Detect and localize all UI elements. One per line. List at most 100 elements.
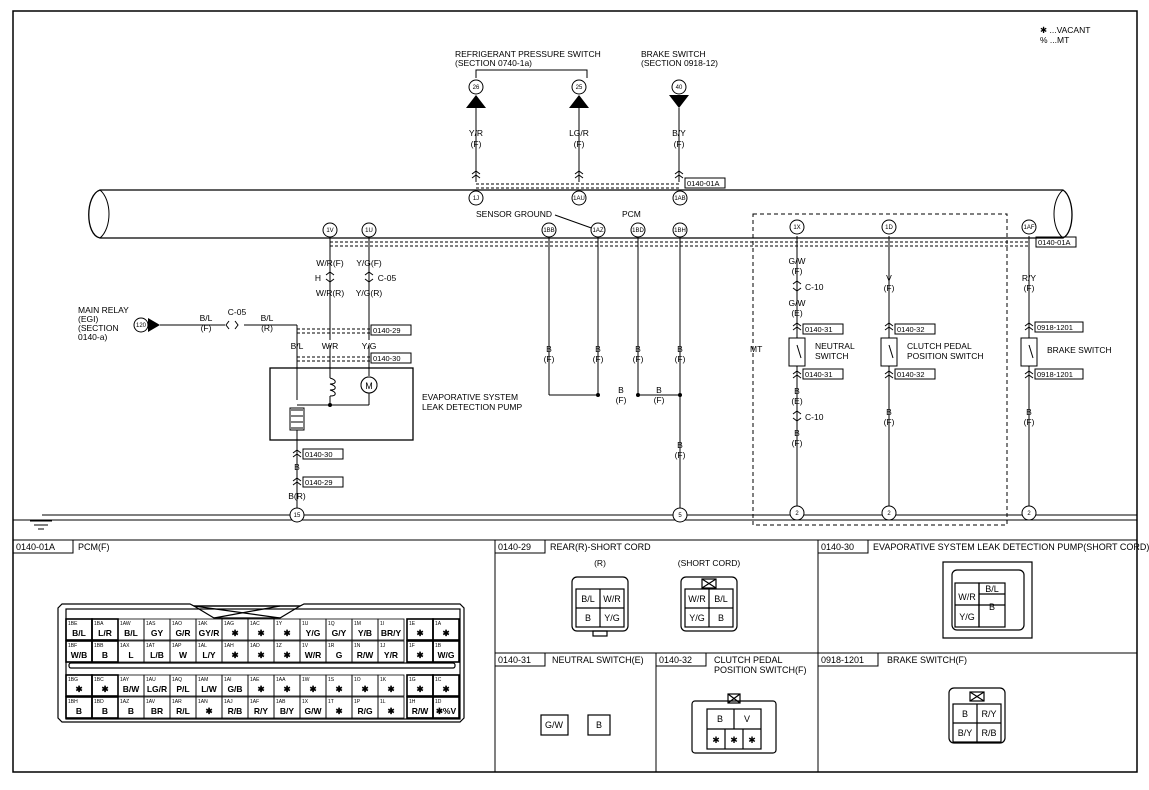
- pcm-pin-number: 1R: [328, 643, 335, 649]
- wire-color: W/R: [322, 341, 339, 351]
- wire-color: B: [635, 344, 641, 354]
- pcm-pin-wire: ✱: [231, 650, 239, 660]
- pcm-pin-wire: R/W: [357, 650, 375, 660]
- wire-conn: (F): [544, 354, 555, 364]
- wire-color: Y/G: [362, 341, 377, 351]
- pcm-pin-number: 1AV: [146, 699, 156, 705]
- panel-code: 0140-01A: [16, 542, 55, 552]
- wire-color: Y/G(R): [356, 288, 383, 298]
- pcm-pin-number: 1AH: [224, 643, 234, 649]
- pin-cell: B/L: [581, 594, 595, 604]
- pcm-pin-wire: L: [128, 650, 133, 660]
- pcm-pin-wire: G: [336, 650, 343, 660]
- pcm-pin-number: 1J: [380, 643, 386, 649]
- ground-point: 5: [678, 513, 682, 519]
- pin-cell: R/Y: [981, 709, 996, 719]
- pcm-pin-wire: G/W: [305, 706, 323, 716]
- pcm-pin-number: 1I: [380, 621, 384, 627]
- pcm-pin-number: 1AW: [120, 621, 131, 627]
- connector-code: C-05: [378, 273, 397, 283]
- wire-color: B: [618, 385, 624, 395]
- ref-code: 0140-30: [373, 354, 401, 363]
- wire-conn: (F): [616, 395, 627, 405]
- pcm-pin-wire: ✱: [442, 684, 450, 694]
- ref-code: 0140-32: [897, 325, 925, 334]
- pcm-pin-number: 1A: [435, 621, 442, 627]
- ground-point: 2: [887, 511, 891, 517]
- pcm-pin-wire: R/B: [228, 706, 243, 716]
- pcm-pin-wire: ✱: [442, 628, 450, 638]
- pcm-pin-wire: ✱: [416, 684, 424, 694]
- pin-cell: R/B: [981, 728, 996, 738]
- pcm-pin-wire: ✱: [257, 650, 265, 660]
- wire-color: Y/R: [469, 128, 483, 138]
- wire-conn: (F): [633, 354, 644, 364]
- pin-cell: B: [585, 613, 591, 623]
- wire-color: LG/R: [569, 128, 589, 138]
- pcm-pin-wire: B: [76, 706, 82, 716]
- pcm-pin-number: 1AG: [224, 621, 234, 627]
- connector-side: (R): [594, 558, 606, 568]
- pcm-pin-wire: L/R: [98, 628, 112, 638]
- pin-label: 1V: [326, 228, 333, 234]
- pcm-pin-number: 1O: [354, 677, 361, 683]
- pcm-pin-number: 1AK: [198, 621, 208, 627]
- wire-color: B: [595, 344, 601, 354]
- panel-code: 0140-30: [821, 542, 854, 552]
- panel-title: NEUTRAL SWITCH(E): [552, 655, 644, 665]
- pcm-pin-number: 1AS: [146, 621, 156, 627]
- pcm-pin-wire: ✱: [205, 706, 213, 716]
- pcm-pin-wire: B/Y: [280, 706, 295, 716]
- pcm-pin-cell: [432, 696, 460, 719]
- pin-cell: ✱: [730, 735, 738, 745]
- pin-label: 1D: [885, 225, 893, 231]
- connector-code: C-05: [228, 307, 247, 317]
- pcm-pin-wire: ✱: [283, 684, 291, 694]
- pcm-pin-number: 1S: [328, 677, 335, 683]
- wire-color: B/L: [291, 341, 304, 351]
- wire-color: G/W: [789, 256, 806, 266]
- pcm-pin-wire: B: [102, 706, 108, 716]
- pin-label: 40: [676, 85, 683, 91]
- pcm-pin-number: 1T: [328, 699, 334, 705]
- wire-color: B: [656, 385, 662, 395]
- refrig-section-label: (SECTION 0740-1a): [455, 58, 532, 68]
- pcm-pin-wire: GY: [151, 628, 164, 638]
- pcm-pin-number: 1AF: [250, 699, 259, 705]
- wire-color: G/W: [789, 298, 806, 308]
- pump-label: LEAK DETECTION PUMP: [422, 402, 522, 412]
- ref-code: 0140-29: [305, 478, 333, 487]
- pin-cell: B/L: [714, 594, 728, 604]
- pin-cell: B: [989, 602, 995, 612]
- pcm-pin-number: 1AJ: [224, 699, 233, 705]
- pin-cell: Y/G: [959, 612, 975, 622]
- pcm-pin-wire: ✱: [416, 628, 424, 638]
- ref-code: 0140-01A: [1038, 238, 1071, 247]
- wire-color: B: [794, 386, 800, 396]
- pin-cell: ✱: [712, 735, 720, 745]
- main-relay-label: 0140-a): [78, 332, 107, 342]
- pin-cell: V: [744, 714, 750, 724]
- pump-label: EVAPORATIVE SYSTEM: [422, 392, 518, 402]
- pcm-pin-number: 1AI: [224, 677, 232, 683]
- pcm-pin-number: 1AZ: [120, 699, 129, 705]
- pin-label: 1BB: [543, 228, 554, 234]
- pin-label: 1AZ: [592, 228, 603, 234]
- pcm-pin-wire: W/R: [305, 650, 322, 660]
- pin-cell: Y/G: [689, 613, 705, 623]
- pcm-pin-wire: Y/B: [358, 628, 372, 638]
- wire-color: B/Y: [672, 128, 686, 138]
- panel-title: BRAKE SWITCH(F): [887, 655, 967, 665]
- wire-conn: (E): [791, 396, 803, 406]
- pcm-pin-wire: W/G: [438, 650, 455, 660]
- pin-label: 1AU: [573, 196, 585, 202]
- pcm-pin-wire: L/Y: [202, 650, 216, 660]
- ref-code: 0140-30: [305, 450, 333, 459]
- pin-label: 120: [136, 323, 147, 329]
- pcm-pin-number: 1BE: [68, 621, 78, 627]
- pcm-pin-wire: Y/R: [384, 650, 398, 660]
- pcm-pin-wire: BR: [151, 706, 163, 716]
- pcm-pin-number: 1V: [302, 643, 309, 649]
- pcm-pin-number: 1AU: [146, 677, 156, 683]
